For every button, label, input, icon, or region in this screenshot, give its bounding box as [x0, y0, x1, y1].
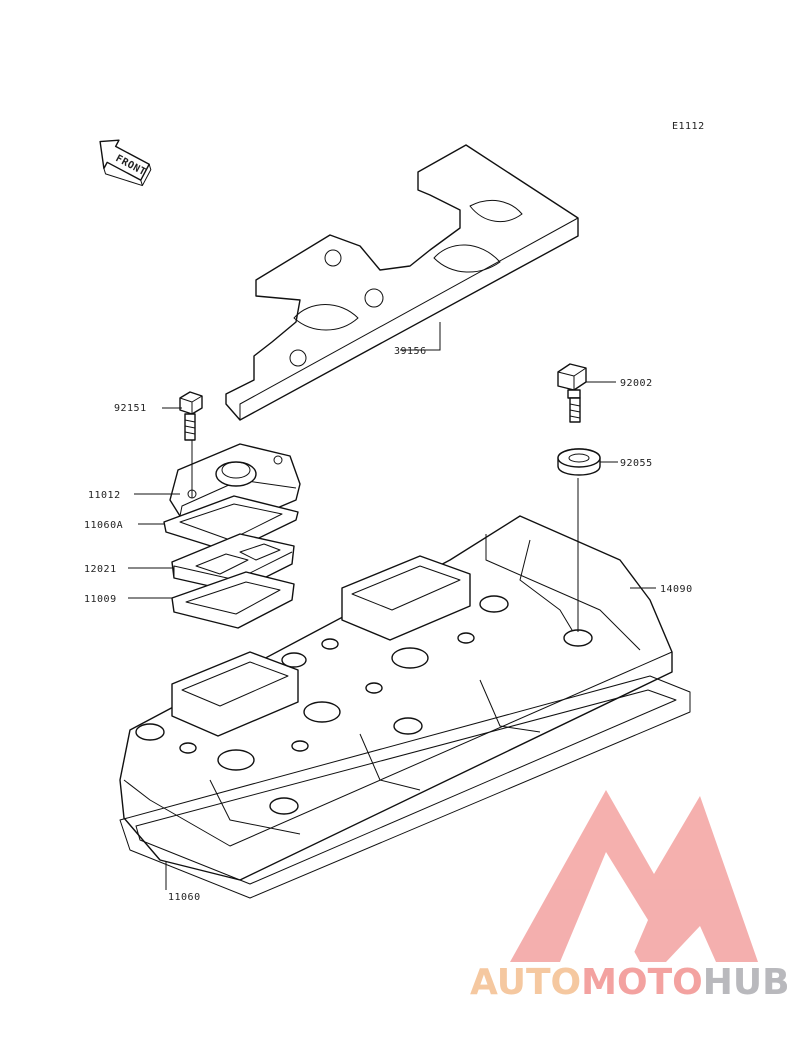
leader-lines — [128, 322, 656, 890]
part-92055-washer — [557, 448, 601, 476]
label-11060a: 11060A — [84, 520, 123, 531]
label-92055: 92055 — [620, 458, 653, 469]
part-39156-plate — [225, 144, 579, 421]
label-92002: 92002 — [620, 378, 653, 389]
part-11060-gasket — [119, 675, 691, 899]
diagram-reference-code: E1112 — [672, 121, 705, 132]
watermark-auto: AUTO — [470, 962, 582, 1003]
watermark-moto: MOTO — [581, 962, 703, 1003]
part-11060a-gasket — [163, 495, 299, 553]
watermark-hub: HUB — [702, 962, 790, 1003]
label-39156: 39156 — [394, 346, 427, 357]
part-14090-head-cover — [119, 515, 673, 881]
label-11012: 11012 — [88, 490, 121, 501]
label-14090: 14090 — [660, 584, 693, 595]
front-arrow-icon: FRONT — [99, 139, 152, 187]
label-12021: 12021 — [84, 564, 117, 575]
part-number-labels: 39156 92151 92002 11012 11060A 92055 120… — [84, 346, 693, 903]
label-11009: 11009 — [84, 594, 117, 605]
watermark-text: AUTOMOTOHUB — [470, 962, 790, 1003]
part-92151-bolt — [179, 391, 203, 441]
watermark-logo-icon — [510, 790, 758, 962]
part-11009-gasket — [171, 571, 295, 629]
label-92151: 92151 — [114, 403, 147, 414]
part-92002-bolt — [557, 363, 587, 423]
label-11060: 11060 — [168, 892, 201, 903]
